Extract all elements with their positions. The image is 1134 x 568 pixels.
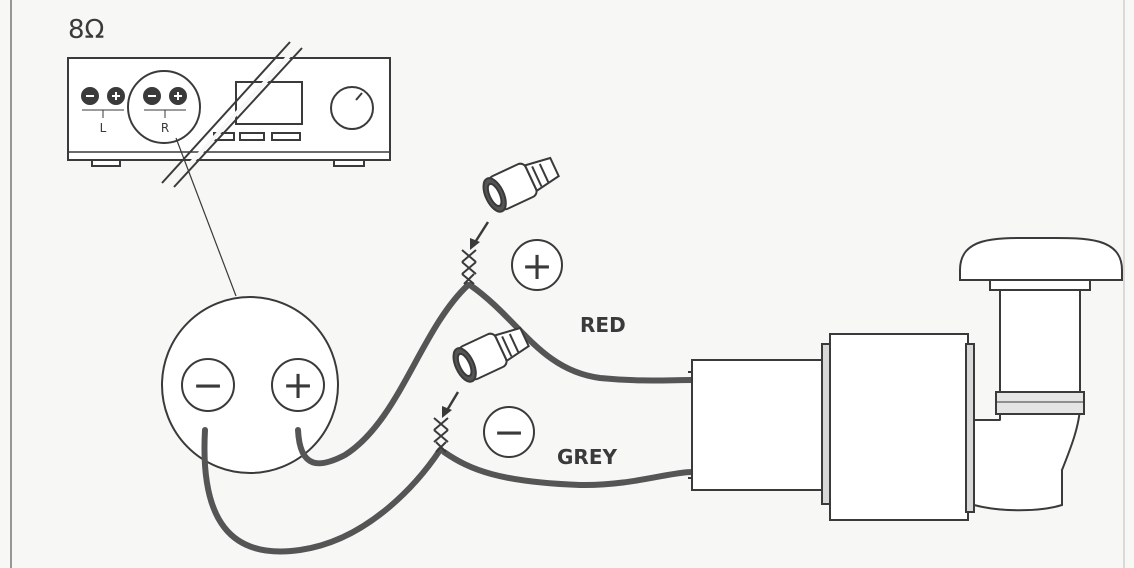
- positive-nut-arrowhead: [470, 238, 480, 250]
- grey-speaker-wire: [441, 449, 695, 489]
- volume-knob: [330, 86, 374, 130]
- speaker-collar: [995, 391, 1085, 415]
- speaker-rear-body: [691, 359, 829, 491]
- amplifier: [67, 57, 391, 167]
- magnified-positive-terminal: [271, 358, 325, 412]
- positive-twist-junction: [461, 249, 477, 285]
- positive-amp-wire: [295, 282, 471, 467]
- amplifier-foot-right: [333, 159, 365, 167]
- speaker-neck: [999, 287, 1081, 401]
- positive-nut-arrow: [472, 221, 490, 245]
- cutaway-slash: [161, 41, 303, 188]
- speaker-cap-base: [989, 279, 1091, 291]
- red-wire-label: RED: [580, 313, 626, 337]
- magnified-negative-terminal: [181, 358, 235, 412]
- grey-wire-label: GREY: [557, 445, 617, 469]
- negative-nut-arrowhead: [442, 406, 452, 418]
- right-channel-label: R: [161, 121, 169, 135]
- left-channel-label: L: [100, 121, 107, 135]
- impedance-label: 8Ω: [68, 15, 104, 45]
- positive-wire-nut: [482, 156, 560, 213]
- negative-wire-nut: [452, 326, 530, 383]
- negative-amp-wire: [201, 427, 443, 555]
- speaker-flange-right: [965, 343, 975, 513]
- amplifier-foot-left: [91, 159, 121, 167]
- speaker-main-body: [829, 333, 969, 521]
- magnify-leader-line: [175, 137, 237, 297]
- magnified-negative-symbol: −: [192, 363, 224, 407]
- negative-twist-junction: [433, 417, 449, 453]
- speaker-flange-left: [821, 343, 831, 505]
- left-channel-terminals: [81, 87, 125, 118]
- negative-polarity-circle: [483, 406, 535, 458]
- amplifier-button-3: [271, 132, 301, 141]
- positive-polarity-circle: [511, 239, 563, 291]
- negative-polarity-symbol: −: [493, 410, 525, 454]
- amplifier-display: [235, 81, 303, 125]
- right-channel-terminals: [143, 87, 187, 118]
- outdoor-speaker: [688, 236, 1123, 521]
- red-speaker-wire: [467, 282, 695, 384]
- magnified-positive-symbol: +: [282, 363, 314, 407]
- amplifier-button-2: [239, 132, 265, 141]
- magnified-terminal-view: [161, 296, 339, 474]
- positive-polarity-symbol: +: [521, 244, 553, 288]
- speaker-cap: [959, 236, 1123, 281]
- speaker-wires: [201, 282, 695, 555]
